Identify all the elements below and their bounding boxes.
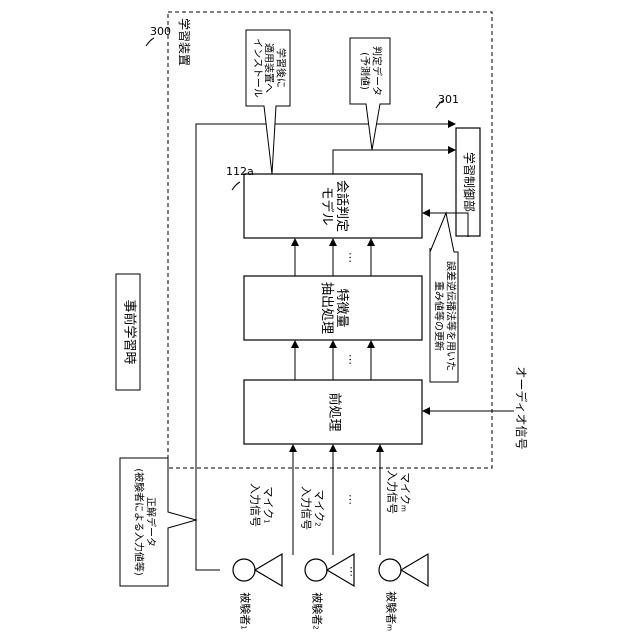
callout-update-text: 誤差逆伝播法等を用いた 重み値等の更新 [433, 261, 456, 371]
feature-label-line1: 特徴量 [333, 282, 348, 334]
subject-m-name: 被験者 [384, 591, 397, 624]
subject-m-sub: m [385, 624, 393, 631]
ref-301: 301 [438, 94, 459, 105]
callout-answer-text: 正解データ (被験者による入力値等) [133, 468, 156, 576]
mic2-sub: 2 [314, 522, 322, 526]
model-label-line1: 会話判定 [333, 180, 348, 232]
callout-answer [120, 458, 196, 586]
micm-name: マイク [399, 472, 412, 505]
ref-112a: 112a [226, 166, 254, 177]
judgement-line2: (予測値) [359, 46, 371, 96]
judgement-line1: 判定データ [370, 46, 382, 96]
ellipsis-pre-feature: … [346, 354, 359, 366]
mic1-sub: 1 [263, 519, 271, 523]
update-line2: 重み値等の更新 [433, 261, 445, 371]
mic1-signal-label: マイク1 入力信号 [248, 483, 273, 527]
mic2-text: 入力信号 [299, 486, 312, 530]
subject-2-label: 被験者2 [310, 592, 323, 629]
arrow-model-to-controller [333, 150, 455, 174]
audio-signal-label: オーディオ信号 [513, 366, 527, 449]
subject-1-sub: 1 [239, 625, 247, 629]
mic2-signal-label: マイク2 入力信号 [299, 486, 324, 530]
learning-controller-label: 学習制御部 [461, 152, 475, 212]
micm-text: 入力信号 [385, 470, 398, 514]
ref-300-hook [146, 38, 154, 46]
subject-m-mic [401, 554, 428, 586]
update-line1: 誤差逆伝播法等を用いた [444, 261, 456, 371]
feature-label-line2: 抽出処理 [318, 282, 333, 334]
ellipsis-mic-inputs: … [346, 494, 359, 506]
subject-1-head [233, 559, 255, 581]
subject-1-name: 被験者 [238, 592, 251, 625]
callout-judgement-text: 判定データ (予測値) [359, 46, 382, 96]
ellipsis-subjects: … [347, 566, 360, 578]
install-line2: 適用装置へ [262, 38, 274, 98]
answer-line1: 正解データ [144, 468, 156, 576]
subject-2-head [305, 559, 327, 581]
subject-2-sub: 2 [311, 625, 319, 629]
subject-1-label: 被験者1 [238, 592, 251, 629]
mic1-name: マイク [262, 486, 275, 519]
install-line3: インストール [251, 38, 263, 98]
micm-signal-label: マイクm 入力信号 [385, 470, 410, 514]
conversation-model-label: 会話判定 モデル [318, 180, 348, 232]
micm-sub: m [400, 505, 408, 512]
subject-m-head [379, 559, 401, 581]
model-label-line2: モデル [318, 180, 333, 232]
ref-112a-hook [232, 182, 240, 190]
learning-device-title: 学習装置 [176, 18, 190, 66]
ellipsis-feature-model: … [346, 252, 359, 264]
preprocess-label: 前処理 [326, 392, 341, 431]
subject-1-mic [255, 554, 282, 586]
answer-line2: (被験者による入力値等) [133, 468, 145, 576]
mode-label: 事前学習時 [121, 299, 136, 364]
subject-2-name: 被験者 [310, 592, 323, 625]
install-line1: 学習後に [274, 38, 286, 98]
mic1-text: 入力信号 [248, 483, 261, 527]
subject-m-label: 被験者m [384, 591, 397, 631]
callout-install-text: 学習後に 適用装置へ インストール [251, 38, 286, 98]
feature-extraction-label: 特徴量 抽出処理 [318, 282, 348, 334]
ref-300: 300 [150, 26, 171, 37]
mic2-name: マイク [313, 489, 326, 522]
